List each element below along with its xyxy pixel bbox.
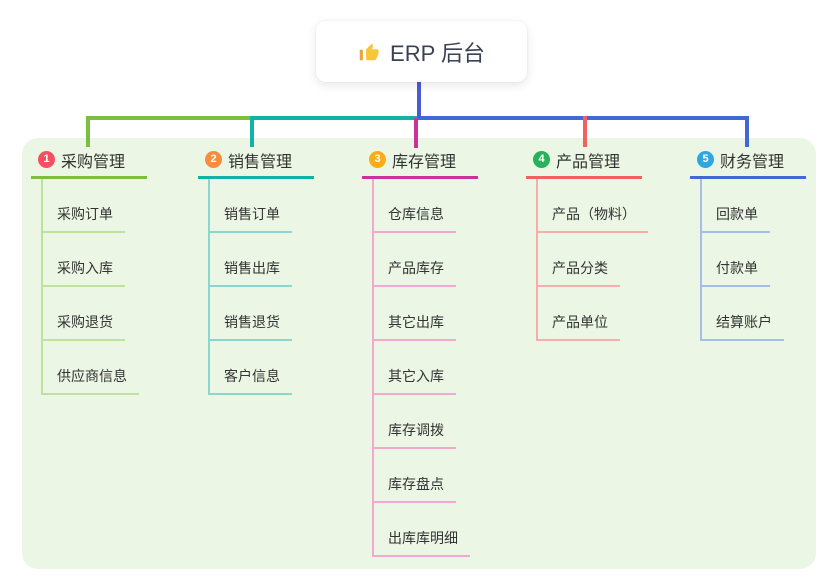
child-node[interactable]: 结算账户 — [702, 287, 784, 341]
child-node[interactable]: 供应商信息 — [43, 341, 139, 395]
child-node[interactable]: 仓库信息 — [374, 179, 456, 233]
branch-finance: 5 财务管理 回款单 付款单 结算账户 — [690, 146, 806, 341]
child-node-label: 采购入库 — [57, 260, 113, 276]
child-node[interactable]: 产品库存 — [374, 233, 456, 287]
child-node[interactable]: 出库库明细 — [374, 503, 470, 557]
child-node[interactable]: 产品分类 — [538, 233, 620, 287]
child-node-label: 回款单 — [716, 206, 758, 222]
green-horizontal-line — [86, 116, 254, 120]
root-node-label: ERP 后台 — [390, 40, 485, 66]
child-node-label: 结算账户 — [716, 314, 772, 330]
child-node[interactable]: 付款单 — [702, 233, 770, 287]
child-node-label: 销售退货 — [224, 314, 280, 330]
child-node[interactable]: 销售订单 — [210, 179, 292, 233]
branch-title: 库存管理 — [392, 153, 457, 171]
child-node[interactable]: 产品单位 — [538, 287, 620, 341]
branch-title: 财务管理 — [720, 153, 785, 171]
root-node[interactable]: ERP 后台 — [316, 21, 527, 82]
branch-inventory-node[interactable]: 3 库存管理 — [362, 146, 478, 179]
child-node-label: 库存调拨 — [388, 422, 444, 438]
child-node-label: 产品分类 — [552, 260, 608, 276]
branch-children: 产品（物料） 产品分类 产品单位 — [536, 179, 648, 341]
branch-children: 仓库信息 产品库存 其它出库 其它入库 库存调拨 库存盘点 出库库明细 — [372, 179, 470, 557]
child-node-label: 销售出库 — [224, 260, 280, 276]
child-node[interactable]: 销售退货 — [210, 287, 292, 341]
child-node[interactable]: 采购订单 — [43, 179, 125, 233]
branch2-drop-line — [250, 116, 254, 147]
branch-children: 采购订单 采购入库 采购退货 供应商信息 — [41, 179, 139, 395]
child-node-label: 其它出库 — [388, 314, 444, 330]
child-node-label: 采购订单 — [57, 206, 113, 222]
branch-number-badge: 1 — [38, 151, 55, 168]
child-node[interactable]: 销售出库 — [210, 233, 292, 287]
branch-sales-node[interactable]: 2 销售管理 — [198, 146, 314, 179]
branch-number-badge: 4 — [533, 151, 550, 168]
child-node-label: 采购退货 — [57, 314, 113, 330]
branch-procurement-node[interactable]: 1 采购管理 — [31, 146, 147, 179]
child-node[interactable]: 库存调拨 — [374, 395, 456, 449]
child-node[interactable]: 采购入库 — [43, 233, 125, 287]
child-node-label: 其它入库 — [388, 368, 444, 384]
child-node[interactable]: 其它入库 — [374, 341, 456, 395]
child-node-label: 付款单 — [716, 260, 758, 276]
child-node-label: 销售订单 — [224, 206, 280, 222]
branch3-drop-line — [414, 118, 418, 148]
teal-horizontal-line — [250, 116, 418, 120]
branch-inventory: 3 库存管理 仓库信息 产品库存 其它出库 其它入库 库存调拨 库存盘点 出库库… — [362, 146, 478, 557]
branch-number-badge: 3 — [369, 151, 386, 168]
child-node[interactable]: 库存盘点 — [374, 449, 456, 503]
branch-sales: 2 销售管理 销售订单 销售出库 销售退货 客户信息 — [198, 146, 314, 395]
thumbs-up-icon — [359, 43, 379, 60]
branch4-drop-line — [583, 116, 587, 147]
mindmap-panel — [22, 138, 816, 569]
child-node[interactable]: 采购退货 — [43, 287, 125, 341]
child-node[interactable]: 回款单 — [702, 179, 770, 233]
branch-title: 产品管理 — [556, 153, 621, 171]
branch1-drop-line — [86, 116, 90, 147]
child-node[interactable]: 产品（物料） — [538, 179, 648, 233]
child-node[interactable]: 客户信息 — [210, 341, 292, 395]
child-node[interactable]: 其它出库 — [374, 287, 456, 341]
child-node-label: 产品单位 — [552, 314, 608, 330]
child-node-label: 库存盘点 — [388, 476, 444, 492]
branch-procurement: 1 采购管理 采购订单 采购入库 采购退货 供应商信息 — [31, 146, 147, 395]
branch-product-node[interactable]: 4 产品管理 — [526, 146, 642, 179]
branch-title: 销售管理 — [228, 153, 293, 171]
branch-children: 回款单 付款单 结算账户 — [700, 179, 784, 341]
branch-number-badge: 2 — [205, 151, 222, 168]
root-trunk-line — [417, 82, 421, 118]
branch-title: 采购管理 — [61, 153, 126, 171]
branch5-drop-line — [745, 116, 749, 147]
child-node-label: 供应商信息 — [57, 368, 127, 384]
child-node-label: 仓库信息 — [388, 206, 444, 222]
branch-children: 销售订单 销售出库 销售退货 客户信息 — [208, 179, 292, 395]
child-node-label: 客户信息 — [224, 368, 280, 384]
child-node-label: 产品（物料） — [552, 206, 636, 222]
branch-finance-node[interactable]: 5 财务管理 — [690, 146, 806, 179]
branch-product: 4 产品管理 产品（物料） 产品分类 产品单位 — [526, 146, 648, 341]
branch-number-badge: 5 — [697, 151, 714, 168]
child-node-label: 出库库明细 — [388, 530, 458, 546]
child-node-label: 产品库存 — [388, 260, 444, 276]
